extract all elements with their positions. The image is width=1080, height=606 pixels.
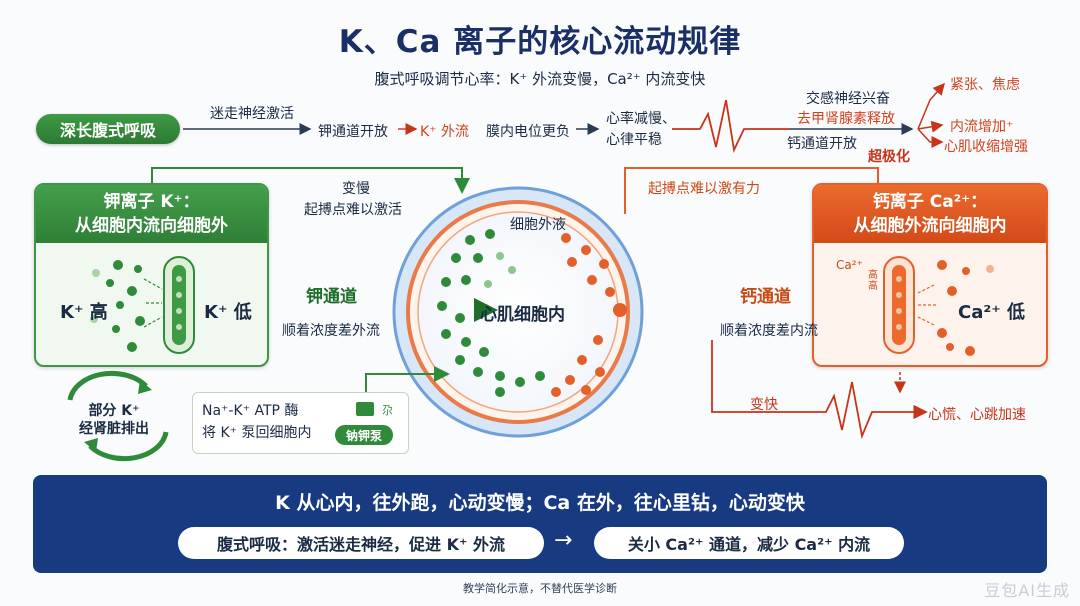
- k-high-label: K⁺ 高: [60, 302, 108, 323]
- k-panel-title-1: 钾离子 K⁺：: [103, 192, 200, 212]
- hyperpolarize-label: 超极化: [868, 149, 910, 165]
- k-efflux-label: K⁺ 外流: [420, 124, 470, 140]
- pump-icon: [356, 402, 374, 416]
- tense-label: 紧张、焦虑: [950, 77, 1020, 93]
- ca-channel-label: 钙通道: [740, 287, 791, 307]
- k-channel-label: 钾通道: [306, 287, 357, 307]
- excretion-arrow-top: [67, 370, 148, 401]
- page-title: K、Ca 离子的核心流动规律: [338, 24, 742, 60]
- k-panel-title-2: 从细胞内流向细胞外: [75, 216, 228, 236]
- k-panel-graphic: [90, 256, 195, 354]
- k-ions-inside: [437, 229, 545, 397]
- fast-label: 变快: [750, 397, 778, 413]
- vagus-label: 迷走神经激活: [210, 106, 294, 122]
- excretion-text: 部分 K⁺ 经肾脏排出: [74, 402, 154, 438]
- ecg-trace-bottom: [800, 381, 912, 440]
- k-channel-open-label: 钾通道开放: [318, 124, 388, 140]
- arrow-influx: [917, 120, 944, 133]
- ecg-trace-top: [672, 99, 790, 153]
- k-ions-faded: [484, 252, 516, 288]
- arrow-fast-path: [711, 340, 800, 413]
- ca-panel-graphic: [883, 256, 994, 356]
- footer-note: 教学简化示意，不替代医学诊断: [463, 582, 617, 595]
- banner-arrow: →: [554, 528, 573, 553]
- excretion-line-2: 经肾脏排出: [79, 421, 149, 437]
- ca-pacemaker-label: 起搏点难以激有力: [648, 181, 760, 197]
- ca-small-label: Ca²⁺: [836, 258, 863, 272]
- pump-badge: 钠钾泵: [335, 425, 393, 445]
- ca-panel-header: 钙离子 Ca²⁺： 从细胞外流向细胞内: [814, 185, 1046, 243]
- ca-ions: [551, 233, 615, 397]
- influx-up-label: 内流增加⁺: [950, 119, 1014, 135]
- ca-high-small: 高 高: [868, 270, 878, 292]
- pump-line-2: 将 K⁺ 泵回细胞内: [202, 425, 312, 441]
- intracellular-label: 心肌细胞内: [480, 305, 565, 325]
- ca-panel-title-2: 从细胞外流向细胞内: [853, 216, 1007, 236]
- k-low-label: K⁺ 低: [204, 302, 252, 323]
- watermark: 豆包AI生成: [984, 581, 1070, 600]
- membrane-negative-label: 膜内电位更负: [486, 124, 570, 140]
- banner-title: K 从心内，往外跑，心动变慢；Ca 在外，往心里钻，心动变快: [275, 492, 805, 514]
- arrow-contraction: [917, 128, 944, 148]
- pacemaker-hard-label: 起搏点难以激活: [304, 202, 402, 218]
- excretion-line-1: 部分 K⁺: [88, 403, 140, 419]
- sympathetic-label: 交感神经兴奋: [806, 91, 890, 107]
- hr-slow-label: 心率减慢、: [606, 111, 676, 127]
- page-subtitle: 腹式呼吸调节心率：K⁺ 外流变慢，Ca²⁺ 内流变快: [374, 70, 706, 88]
- deep-breathing-pill: 深长腹式呼吸: [36, 114, 180, 144]
- k-panel-header: 钾离子 K⁺： 从细胞内流向细胞外: [36, 185, 267, 243]
- ca-low-label: Ca²⁺ 低: [958, 302, 1026, 323]
- k-channel-arrowhead: [474, 298, 498, 322]
- arrow-slow-connector: [151, 167, 470, 194]
- adrenaline-label: 去甲肾腺素释放: [797, 111, 895, 127]
- ca-panel-title-1: 钙离子 Ca²⁺：: [872, 192, 988, 212]
- ca-gradient-label: 顺着浓度差内流: [720, 323, 818, 339]
- ca-channel-open-label: 钙通道开放: [787, 136, 857, 152]
- palpitation-label: 心慌、心跳加速: [928, 407, 1026, 423]
- pump-line-1: Na⁺-K⁺ ATP 酶: [202, 403, 299, 419]
- pump-tiny-label: 尕: [382, 404, 393, 417]
- slow-label: 变慢: [342, 181, 370, 197]
- extracellular-label: 细胞外液: [510, 217, 566, 233]
- k-gradient-label: 顺着浓度差外流: [282, 323, 380, 339]
- banner-right-pill: 关小 Ca²⁺ 通道，减少 Ca²⁺ 内流: [594, 527, 904, 559]
- k-panel: 钾离子 K⁺： 从细胞内流向细胞外: [34, 183, 269, 367]
- arrow-ca-connector: [624, 167, 879, 214]
- ca-panel: 钙离子 Ca²⁺： 从细胞外流向细胞内: [812, 183, 1048, 367]
- excretion-arrow-bottom: [88, 431, 169, 462]
- contraction-up-label: 心肌收缩增强: [944, 139, 1028, 155]
- ca-channel-dot: [613, 303, 627, 317]
- banner-left-pill: 腹式呼吸：激活迷走神经，促进 K⁺ 外流: [178, 527, 544, 559]
- arrow-tense: [917, 82, 945, 130]
- rhythm-steady-label: 心律平稳: [606, 132, 662, 148]
